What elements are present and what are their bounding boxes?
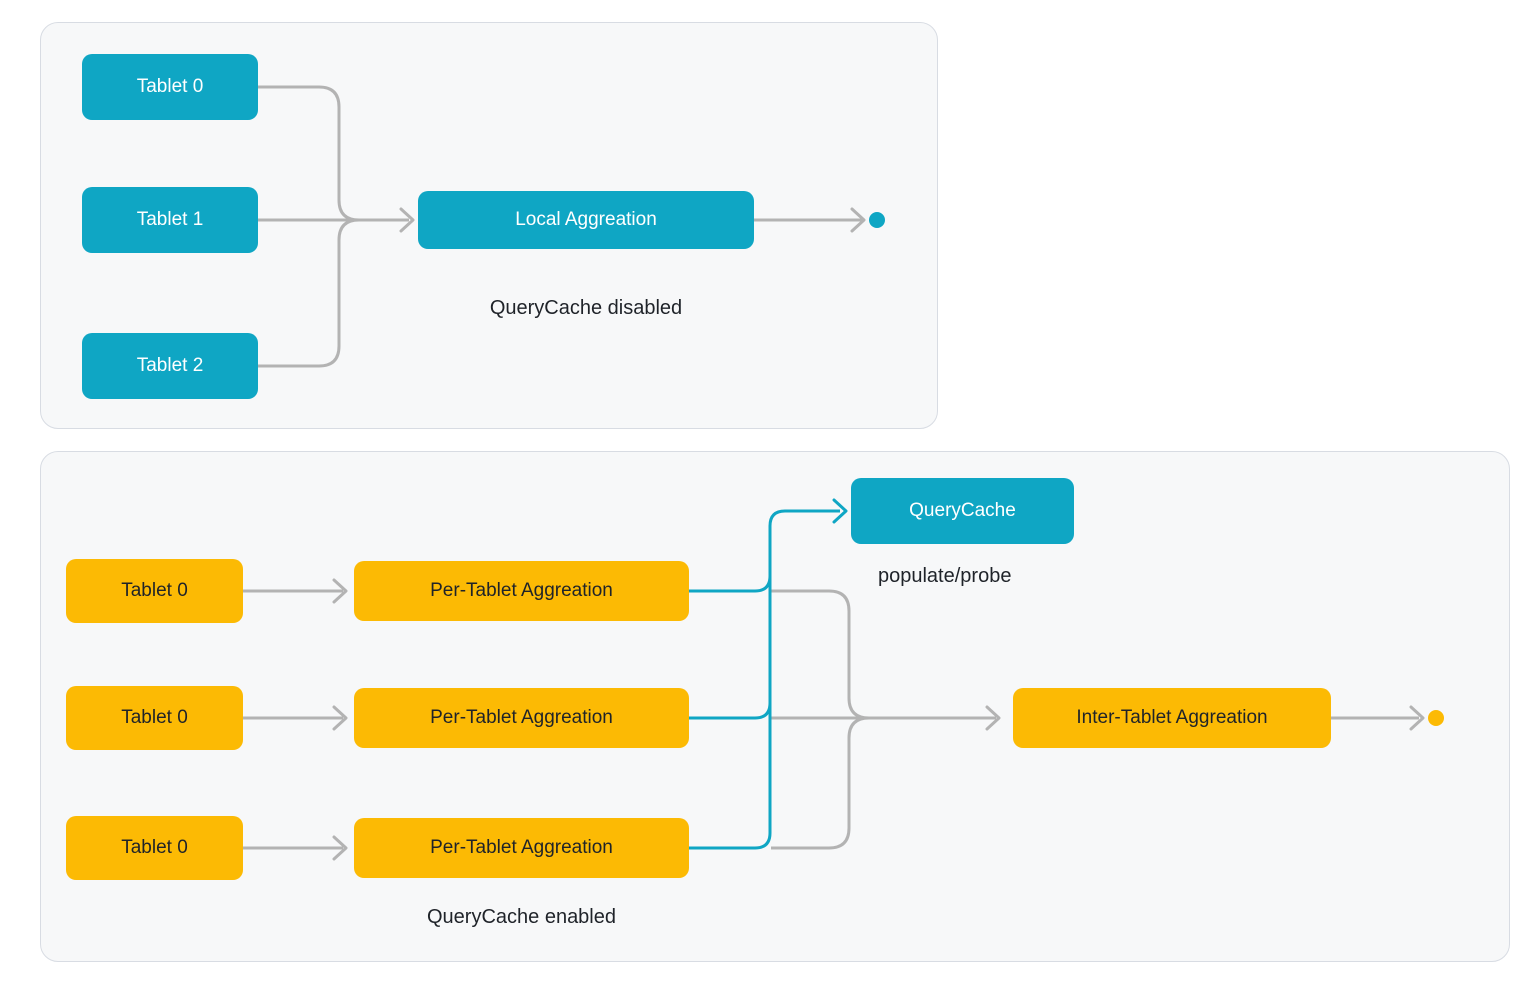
output-wire bbox=[754, 207, 885, 233]
per-tablet-aggregation-node: Per-Tablet Aggreation bbox=[354, 818, 689, 878]
panel-caption: QueryCache disabled bbox=[489, 297, 683, 319]
querycache-disabled-panel: Tablet 0 Tablet 1 Tablet 2 Local Aggreat… bbox=[40, 22, 938, 429]
panel-caption: QueryCache enabled bbox=[426, 906, 616, 928]
arrowhead-icon bbox=[332, 835, 348, 861]
arrowhead-icon bbox=[850, 207, 866, 233]
tablet-1-node: Tablet 1 bbox=[82, 187, 258, 253]
querycache-enabled-panel: Tablet 0 Tablet 0 Tablet 0 Per-Tablet Ag… bbox=[40, 451, 1510, 962]
arrowhead-icon bbox=[399, 207, 415, 233]
tablet-2-node: Tablet 2 bbox=[82, 333, 258, 399]
inter-tablet-aggregation-node: Inter-Tablet Aggreation bbox=[1013, 688, 1331, 748]
arrowhead-icon bbox=[832, 498, 848, 524]
tablet-0-node: Tablet 0 bbox=[82, 54, 258, 120]
tablet-node: Tablet 0 bbox=[66, 816, 243, 880]
tablet-node: Tablet 0 bbox=[66, 559, 243, 623]
output-wire bbox=[1331, 705, 1444, 731]
arrowhead-icon bbox=[1409, 705, 1425, 731]
local-aggregation-node: Local Aggreation bbox=[418, 191, 754, 249]
tablet-node: Tablet 0 bbox=[66, 686, 243, 750]
tablet-input-wires bbox=[243, 578, 348, 861]
result-dot bbox=[1428, 710, 1444, 726]
arrowhead-icon bbox=[332, 578, 348, 604]
inter-tablet-merge-wires bbox=[771, 589, 1001, 850]
per-tablet-aggregation-node: Per-Tablet Aggreation bbox=[354, 561, 689, 621]
populate-probe-label: populate/probe bbox=[878, 565, 1012, 587]
tablet-merge-wires bbox=[258, 85, 415, 368]
arrowhead-icon bbox=[332, 705, 348, 731]
arrowhead-icon bbox=[985, 705, 1001, 731]
querycache-wires bbox=[689, 498, 848, 850]
querycache-node: QueryCache bbox=[851, 478, 1074, 544]
per-tablet-aggregation-node: Per-Tablet Aggreation bbox=[354, 688, 689, 748]
result-dot bbox=[869, 212, 885, 228]
